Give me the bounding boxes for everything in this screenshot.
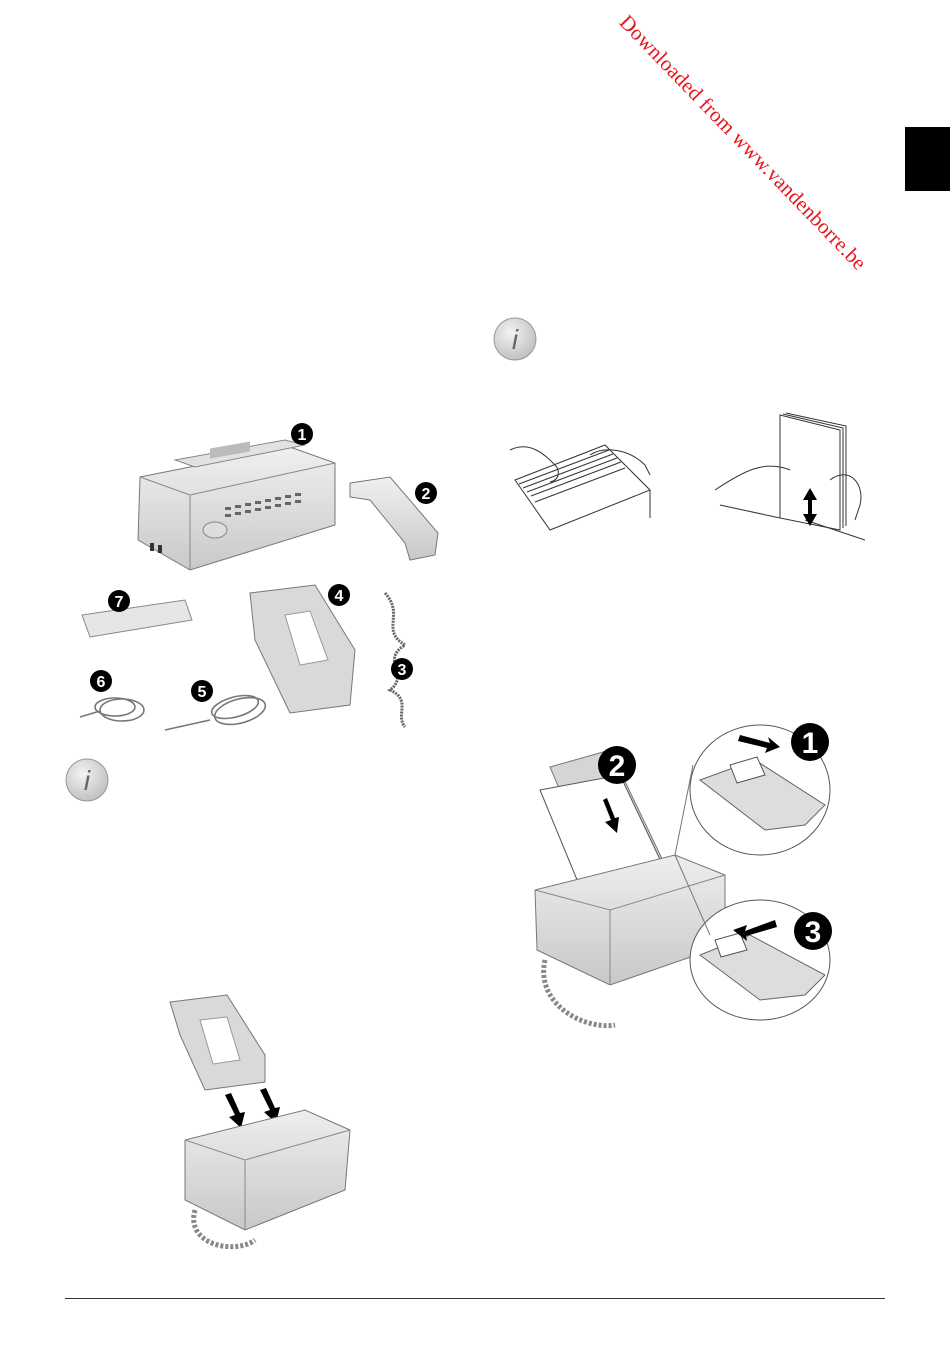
paper-loading-illustration: 1 2 3 [525, 705, 845, 1035]
callout-6: 6 [90, 670, 112, 692]
fax-machine-illustration [138, 440, 335, 570]
footer-rule [65, 1298, 885, 1299]
cable-illustrations [80, 691, 268, 730]
svg-text:i: i [512, 324, 519, 355]
svg-text:4: 4 [335, 588, 344, 605]
download-watermark: Downloaded from www.vandenborre.be [614, 10, 872, 275]
svg-text:1: 1 [298, 427, 307, 444]
paper-handling-illustration [505, 410, 865, 545]
svg-text:1: 1 [802, 727, 819, 760]
callout-2: 2 [598, 746, 636, 784]
svg-text:3: 3 [398, 662, 407, 679]
svg-text:7: 7 [115, 594, 124, 611]
svg-text:i: i [84, 765, 91, 796]
attach-tray-illustration [165, 990, 360, 1260]
chapter-tab-marker [905, 127, 950, 191]
callout-1: 1 [791, 723, 829, 761]
info-icon: i [64, 757, 110, 803]
callout-2: 2 [415, 482, 437, 504]
callout-4: 4 [328, 584, 350, 606]
svg-text:6: 6 [97, 674, 106, 691]
callout-3: 3 [794, 912, 832, 950]
callout-5: 5 [191, 680, 213, 702]
callout-3: 3 [391, 658, 413, 680]
info-icon: i [492, 316, 538, 362]
svg-text:3: 3 [805, 916, 822, 949]
svg-text:2: 2 [422, 486, 431, 503]
package-contents-illustration: 1 2 3 4 5 6 7 [60, 415, 450, 755]
callout-1: 1 [291, 423, 313, 445]
svg-text:5: 5 [198, 684, 207, 701]
document-support-illustration [82, 600, 192, 637]
svg-text:2: 2 [609, 750, 626, 783]
callout-7: 7 [108, 590, 130, 612]
